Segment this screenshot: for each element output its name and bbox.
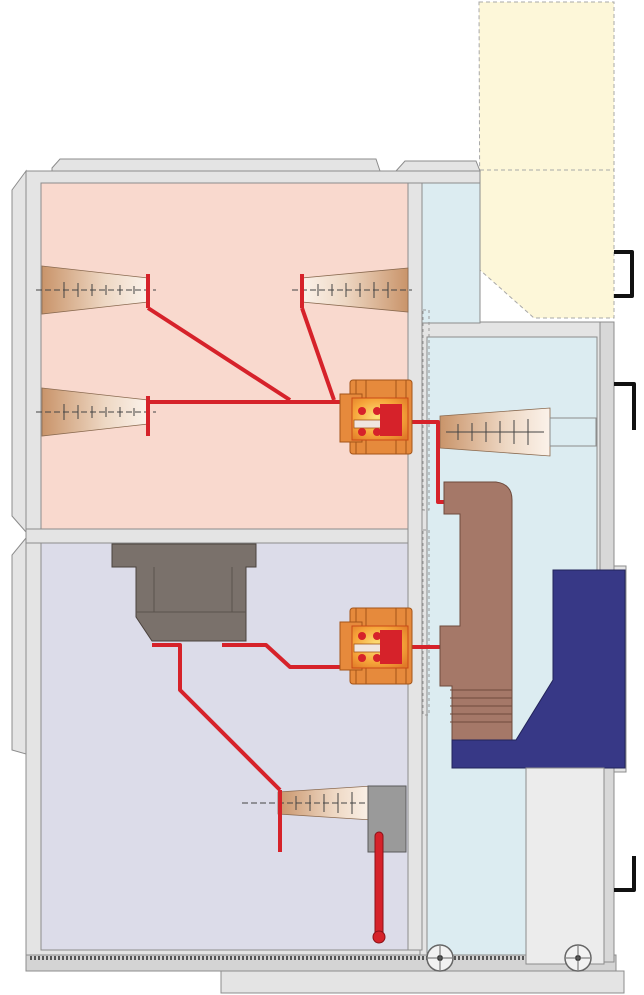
- truck-wheel-icon: [426, 944, 454, 972]
- insulator-icon: [36, 265, 156, 315]
- insulator-icon: [439, 407, 597, 457]
- busbars: [146, 274, 446, 852]
- spout-contact-icon: [339, 379, 413, 455]
- door-handle-icon: [614, 250, 634, 298]
- earthing-switch: [367, 785, 407, 944]
- lv-compartment: [478, 1, 615, 319]
- upper-breaker-area: [421, 182, 481, 324]
- operating-mechanism: [451, 569, 626, 769]
- door-handle-icon: [614, 382, 636, 430]
- current-transformer: [111, 543, 257, 642]
- truck-wheel-icon: [564, 944, 592, 972]
- insulators: [36, 265, 597, 821]
- breaker-pole: [439, 481, 513, 741]
- spout-contact-icon: [339, 607, 413, 685]
- shutters: [422, 309, 430, 716]
- door-handle-icon: [614, 856, 636, 892]
- truck-frame: [525, 767, 605, 965]
- door-handles: [614, 250, 636, 892]
